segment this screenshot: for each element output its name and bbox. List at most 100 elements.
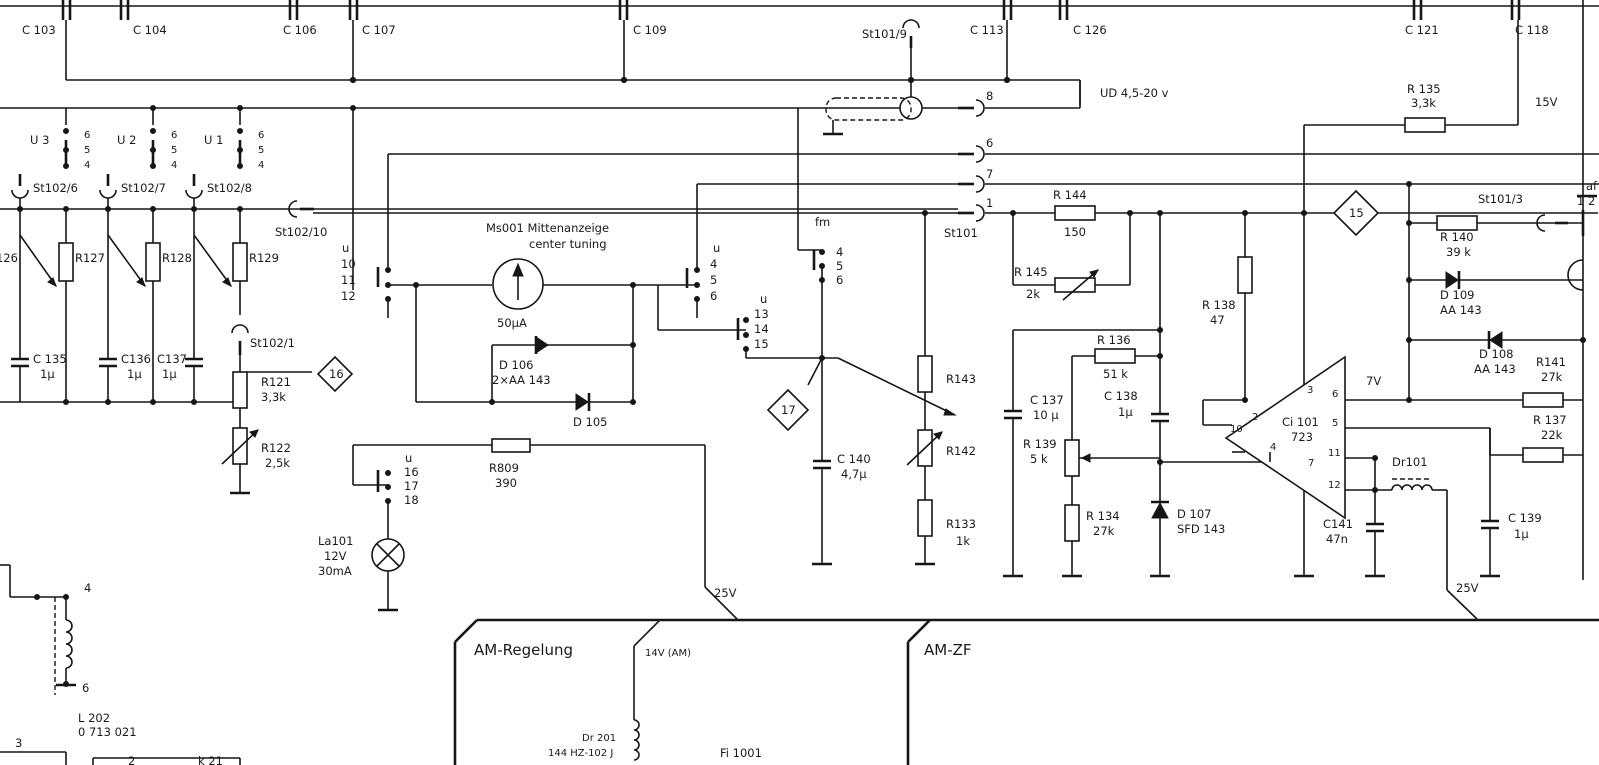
label-r138-v: 47 xyxy=(1210,313,1225,327)
label-sw-18: 18 xyxy=(404,493,419,507)
label-r133-v: 1k xyxy=(956,534,970,548)
label-sw-17: 17 xyxy=(404,479,419,493)
label-meter-sub: center tuning xyxy=(529,237,607,251)
label-d105: D 105 xyxy=(573,415,607,429)
label-sw-13: 13 xyxy=(754,307,769,321)
label-pin-1: 1 xyxy=(986,196,993,210)
label-r142: R142 xyxy=(946,444,976,458)
label-r145-v: 2k xyxy=(1026,287,1040,301)
regulator-circuit xyxy=(985,117,1598,620)
label-c138: C 138 xyxy=(1104,389,1138,403)
label-d108: D 108 xyxy=(1479,347,1513,361)
label-r135-v: 3,3k xyxy=(1411,96,1436,110)
label-r141: R141 xyxy=(1536,355,1566,369)
label-c113: C 113 xyxy=(970,23,1004,37)
label-pin-12: 12 xyxy=(1328,480,1341,491)
label-dr101: Dr101 xyxy=(1392,455,1428,469)
connector-st102-10 xyxy=(288,200,958,218)
label-25v-left: 25V xyxy=(714,586,737,600)
label-l202: L 202 xyxy=(78,711,110,725)
label-r122-v: 2,5k xyxy=(265,456,290,470)
st102-ladder xyxy=(0,174,313,405)
label-u3-p5: 5 xyxy=(84,145,90,156)
label-diamond-16: 16 xyxy=(329,367,344,381)
label-c135-v: 1µ xyxy=(40,367,55,381)
label-r138: R 138 xyxy=(1202,298,1236,312)
label-u3-p6: 6 xyxy=(84,130,90,141)
test-point-16 xyxy=(316,355,354,393)
label-r143: R143 xyxy=(946,372,976,386)
label-r136-v: 51 k xyxy=(1103,367,1128,381)
label-15v: 15V xyxy=(1535,95,1558,109)
label-sw-5: 5 xyxy=(710,273,717,287)
label-r134: R 134 xyxy=(1086,509,1120,523)
label-c135: C 135 xyxy=(33,352,67,366)
label-c106: C 106 xyxy=(283,23,317,37)
label-st101: St101 xyxy=(944,226,978,240)
label-af-pins: 1 2 xyxy=(1577,194,1595,208)
label-pin-8: 8 xyxy=(986,89,993,103)
label-r122: R122 xyxy=(261,441,291,455)
label-d106: D 106 xyxy=(499,358,533,372)
label-bottom-2: 2 xyxy=(128,754,135,765)
label-r135: R 135 xyxy=(1407,82,1441,96)
label-pin-6-ic: 6 xyxy=(1332,389,1338,400)
label-c140: C 140 xyxy=(837,452,871,466)
label-diamond-15: 15 xyxy=(1349,206,1364,220)
label-r137: R 137 xyxy=(1533,413,1567,427)
label-c107: C 107 xyxy=(362,23,396,37)
label-sw-u-left: u xyxy=(342,241,349,255)
label-d108-v: AA 143 xyxy=(1474,362,1516,376)
label-pin-2: 2 xyxy=(1252,412,1258,423)
label-c121: C 121 xyxy=(1405,23,1439,37)
connector-st101-9 xyxy=(0,19,960,136)
label-st102-8: St102/8 xyxy=(207,181,252,195)
label-r140-v: 39 k xyxy=(1446,245,1471,259)
label-r136: R 136 xyxy=(1097,333,1131,347)
label-u2-p6: 6 xyxy=(171,130,177,141)
label-sw-u-13: u xyxy=(760,292,767,306)
label-c139-v: 1µ xyxy=(1514,527,1529,541)
label-sw-u-16: u xyxy=(405,451,412,465)
label-r128: R128 xyxy=(162,251,192,265)
label-r134-v: 27k xyxy=(1093,524,1115,538)
label-dr201-v: 144 HZ-102 J xyxy=(548,748,613,759)
label-sw-16: 16 xyxy=(404,465,419,479)
switch-group-u xyxy=(63,105,356,169)
label-pin-4: 4 xyxy=(1270,442,1276,453)
label-dr201: Dr 201 xyxy=(582,733,616,744)
test-point-15 xyxy=(1332,189,1380,237)
label-diamond-17: 17 xyxy=(781,403,796,417)
label-r809-v: 390 xyxy=(495,476,517,490)
label-fm-6: 6 xyxy=(836,273,843,287)
label-r127: R127 xyxy=(75,251,105,265)
label-u2-p4: 4 xyxy=(171,160,177,171)
label-c137b-v: 10 µ xyxy=(1033,408,1059,422)
meter-circuit xyxy=(352,108,838,411)
label-r137-v: 22k xyxy=(1541,428,1563,442)
label-r121: R121 xyxy=(261,375,291,389)
label-fm-5: 5 xyxy=(836,259,843,273)
label-d107: D 107 xyxy=(1177,507,1211,521)
label-c104: C 104 xyxy=(133,23,167,37)
inductor-dr201-icon xyxy=(633,719,640,761)
label-pin-3: 3 xyxy=(1307,385,1313,396)
label-d106-v: 2×AA 143 xyxy=(492,373,551,387)
label-7v: 7V xyxy=(1366,374,1381,388)
label-r126: R126 xyxy=(0,251,18,265)
label-c138-v: 1µ xyxy=(1118,405,1133,419)
label-sw-12: 12 xyxy=(341,289,356,303)
label-c141: C141 xyxy=(1323,517,1353,531)
st102-1-branch xyxy=(221,324,312,495)
label-st102-7: St102/7 xyxy=(121,181,166,195)
diode-d105-icon xyxy=(575,393,589,411)
label-bottom-k21: k 21 xyxy=(198,754,223,765)
label-st101-3: St101/3 xyxy=(1478,192,1523,206)
label-c109: C 109 xyxy=(633,23,667,37)
label-14v-am: 14V (AM) xyxy=(645,648,691,659)
label-u2: U 2 xyxy=(117,133,136,147)
label-ci101-type: 723 xyxy=(1291,430,1313,444)
label-la101: La101 xyxy=(318,534,353,548)
diode-d108-icon xyxy=(1489,331,1503,349)
